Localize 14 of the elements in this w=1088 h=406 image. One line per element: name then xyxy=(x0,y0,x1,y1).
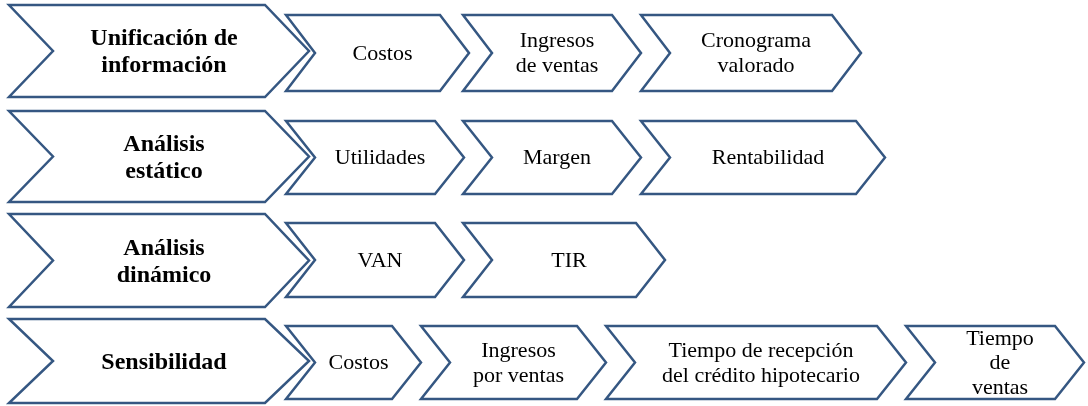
step-banner: Ingresos de ventas xyxy=(462,14,642,92)
step-banner: Costos xyxy=(285,14,470,92)
step-banner: Utilidades xyxy=(285,120,465,195)
step-banner: Rentabilidad xyxy=(640,120,886,195)
stage-banner: Análisis estático xyxy=(8,110,310,203)
step-banner: Margen xyxy=(462,120,642,195)
step-banner: Tiempo de ventas xyxy=(905,325,1085,400)
step-banner: Ingresos por ventas xyxy=(420,325,607,400)
step-banner: TIR xyxy=(462,222,666,298)
step-banner: Tiempo de recepción del crédito hipotecario xyxy=(605,325,907,400)
step-banner: Cronograma valorado xyxy=(640,14,862,92)
step-banner: VAN xyxy=(285,222,465,298)
stage-banner: Unificación de información xyxy=(8,4,310,98)
step-banner: Costos xyxy=(285,325,422,400)
